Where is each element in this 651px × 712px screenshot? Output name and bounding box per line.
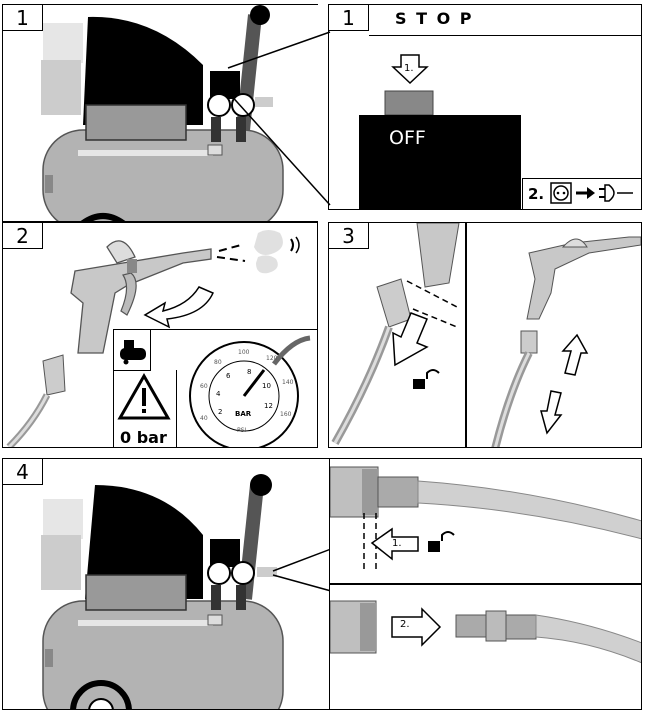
off-label: OFF (389, 127, 426, 149)
gauge-outer-60: 60 (200, 383, 208, 390)
step4-uncouple-panel: 1. (330, 458, 642, 584)
gauge-tick-10: 10 (262, 382, 271, 390)
press-arrow-icon (391, 54, 429, 85)
gauge-tick-6: 6 (226, 372, 231, 380)
step1-stop-panel: 1 S T O P 1. OFF 2. (328, 4, 642, 210)
pull-down-arrow-icon (392, 312, 429, 367)
step3-number: 3 (329, 223, 369, 249)
squeeze-arrow-icon (143, 286, 215, 329)
compressor-illustration (41, 5, 284, 221)
gauge-tick-4: 4 (216, 390, 221, 398)
blow-gun-illustration (6, 230, 300, 447)
push-sleeve-arrow-icon (370, 527, 419, 561)
arrow-step-label: 1. (404, 63, 414, 74)
step1-number: 1 (3, 5, 43, 31)
gauge-unit-psi: PSI (237, 427, 246, 434)
step3-panel: 3 (328, 222, 642, 448)
unlock-icon (413, 379, 425, 389)
warning-triangle-icon (117, 372, 171, 420)
step2-number: 2 (3, 223, 43, 249)
up-arrow-icon (561, 333, 589, 376)
unplug-instruction: 2. (522, 178, 641, 209)
compressor-symbol-box (114, 330, 151, 371)
pressure-label: 0 bar (120, 428, 167, 447)
coupling-release-illustration (331, 223, 641, 447)
pressure-gauge: 2 4 6 8 10 12 40 60 80 100 120 140 160 B… (189, 335, 311, 447)
uncouple-step-label: 1. (392, 538, 402, 549)
compressor-illustration-2 (41, 474, 329, 709)
switch-illustration (359, 54, 521, 209)
gauge-outer-40: 40 (200, 415, 208, 422)
gauge-tick-2: 2 (218, 408, 222, 416)
down-arrow-icon (540, 390, 563, 435)
gauge-tick-12: 12 (264, 402, 273, 410)
gauge-outer-80: 80 (214, 359, 222, 366)
gauge-outer-140: 140 (282, 379, 294, 386)
gauge-unit-bar: BAR (235, 410, 252, 418)
gauge-box: 0 bar 2 4 6 8 10 12 40 60 80 100 120 140… (113, 329, 317, 447)
gauge-outer-120: 120 (266, 355, 278, 362)
step1-compressor-panel: 1 (2, 4, 318, 222)
unlock-icon-2 (428, 541, 440, 552)
step4-compressor-panel: 4 (2, 458, 330, 710)
uncouple-illustration (330, 466, 641, 569)
separate-step-label: 2. (400, 619, 410, 630)
step3-divider (465, 223, 467, 447)
step4-number: 4 (3, 459, 43, 485)
gauge-outer-160: 160 (280, 411, 292, 418)
gauge-tick-8: 8 (247, 368, 251, 376)
gauge-outer-100: 100 (238, 349, 250, 356)
separate-illustration (330, 600, 641, 664)
unplug-step-label: 2. (528, 185, 545, 203)
stop-title: S T O P (395, 9, 474, 28)
step2-panel: 0 bar 2 4 6 8 10 12 40 60 80 100 120 140… (2, 222, 318, 448)
step1-detail-number: 1 (329, 5, 369, 31)
socket-unplug-icon (550, 182, 633, 204)
step4-separate-panel: 2. (330, 584, 642, 710)
pull-apart-arrow-icon (391, 607, 442, 647)
warning-box: 0 bar (114, 370, 177, 447)
compressor-icon (120, 340, 146, 365)
